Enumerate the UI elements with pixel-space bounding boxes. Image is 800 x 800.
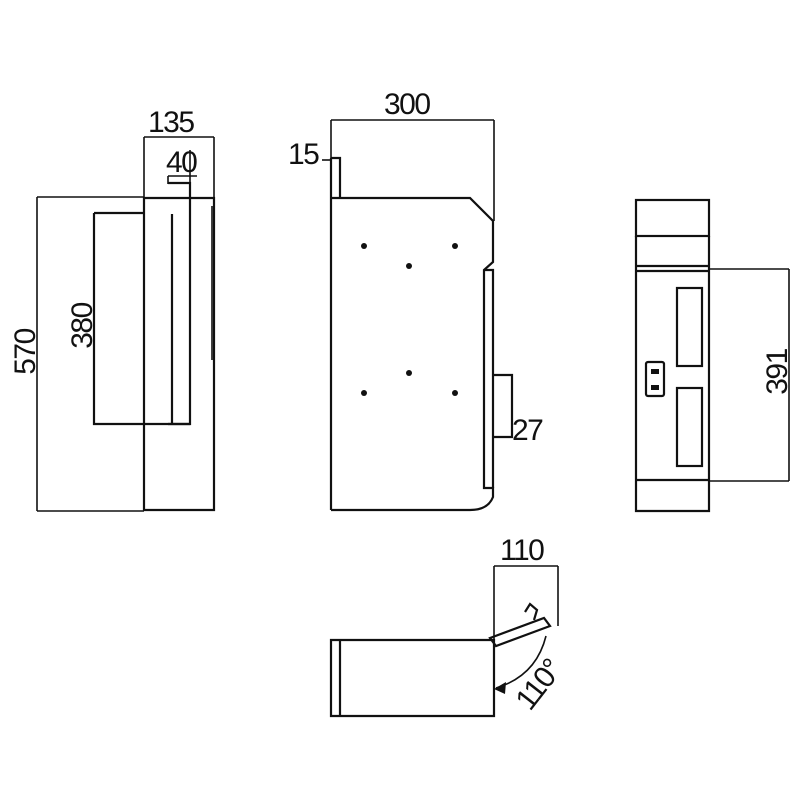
- label-300: 300: [384, 88, 430, 121]
- lid-view-box: [329, 638, 496, 718]
- back-view-opening-top: [675, 286, 704, 368]
- lid-view: 110 110°: [329, 534, 569, 718]
- mount-hole-1: [361, 243, 367, 249]
- lock-icon: [644, 360, 666, 398]
- front-view-body: [331, 196, 495, 512]
- label-380: 380: [66, 302, 99, 348]
- front-view: 300 15 27: [288, 88, 545, 512]
- mount-hole-6: [452, 390, 458, 396]
- angle-arc-arrow: [494, 682, 506, 694]
- mount-hole-5: [361, 390, 367, 396]
- mount-hole-2: [452, 243, 458, 249]
- side-view-compartment: [92, 211, 190, 426]
- label-27: 27: [512, 414, 543, 447]
- back-view-body: [634, 236, 711, 513]
- label-570: 570: [9, 328, 42, 374]
- back-view-opening-bottom: [675, 386, 704, 468]
- label-110: 110: [500, 534, 544, 567]
- mount-hole-4: [406, 370, 412, 376]
- front-view-latch: [493, 373, 514, 439]
- lock-keyhole-bottom: [651, 385, 659, 390]
- side-view-body: [142, 196, 216, 512]
- side-view: 135 40 570 380: [9, 106, 216, 512]
- mount-hole-3: [406, 263, 412, 269]
- label-40: 40: [166, 146, 197, 179]
- front-view-handle: [484, 268, 495, 488]
- lock-keyhole-top: [651, 369, 659, 374]
- lid-view-lid-latch: [524, 602, 539, 621]
- lid-view-lid: [488, 616, 552, 648]
- label-15: 15: [288, 138, 319, 171]
- label-135: 135: [148, 106, 194, 139]
- back-view-top-cap: [634, 198, 711, 238]
- label-110-degree: 110°: [510, 653, 569, 716]
- label-391: 391: [761, 348, 794, 394]
- front-view-back-plate: [329, 156, 342, 510]
- back-view: 391: [634, 198, 794, 513]
